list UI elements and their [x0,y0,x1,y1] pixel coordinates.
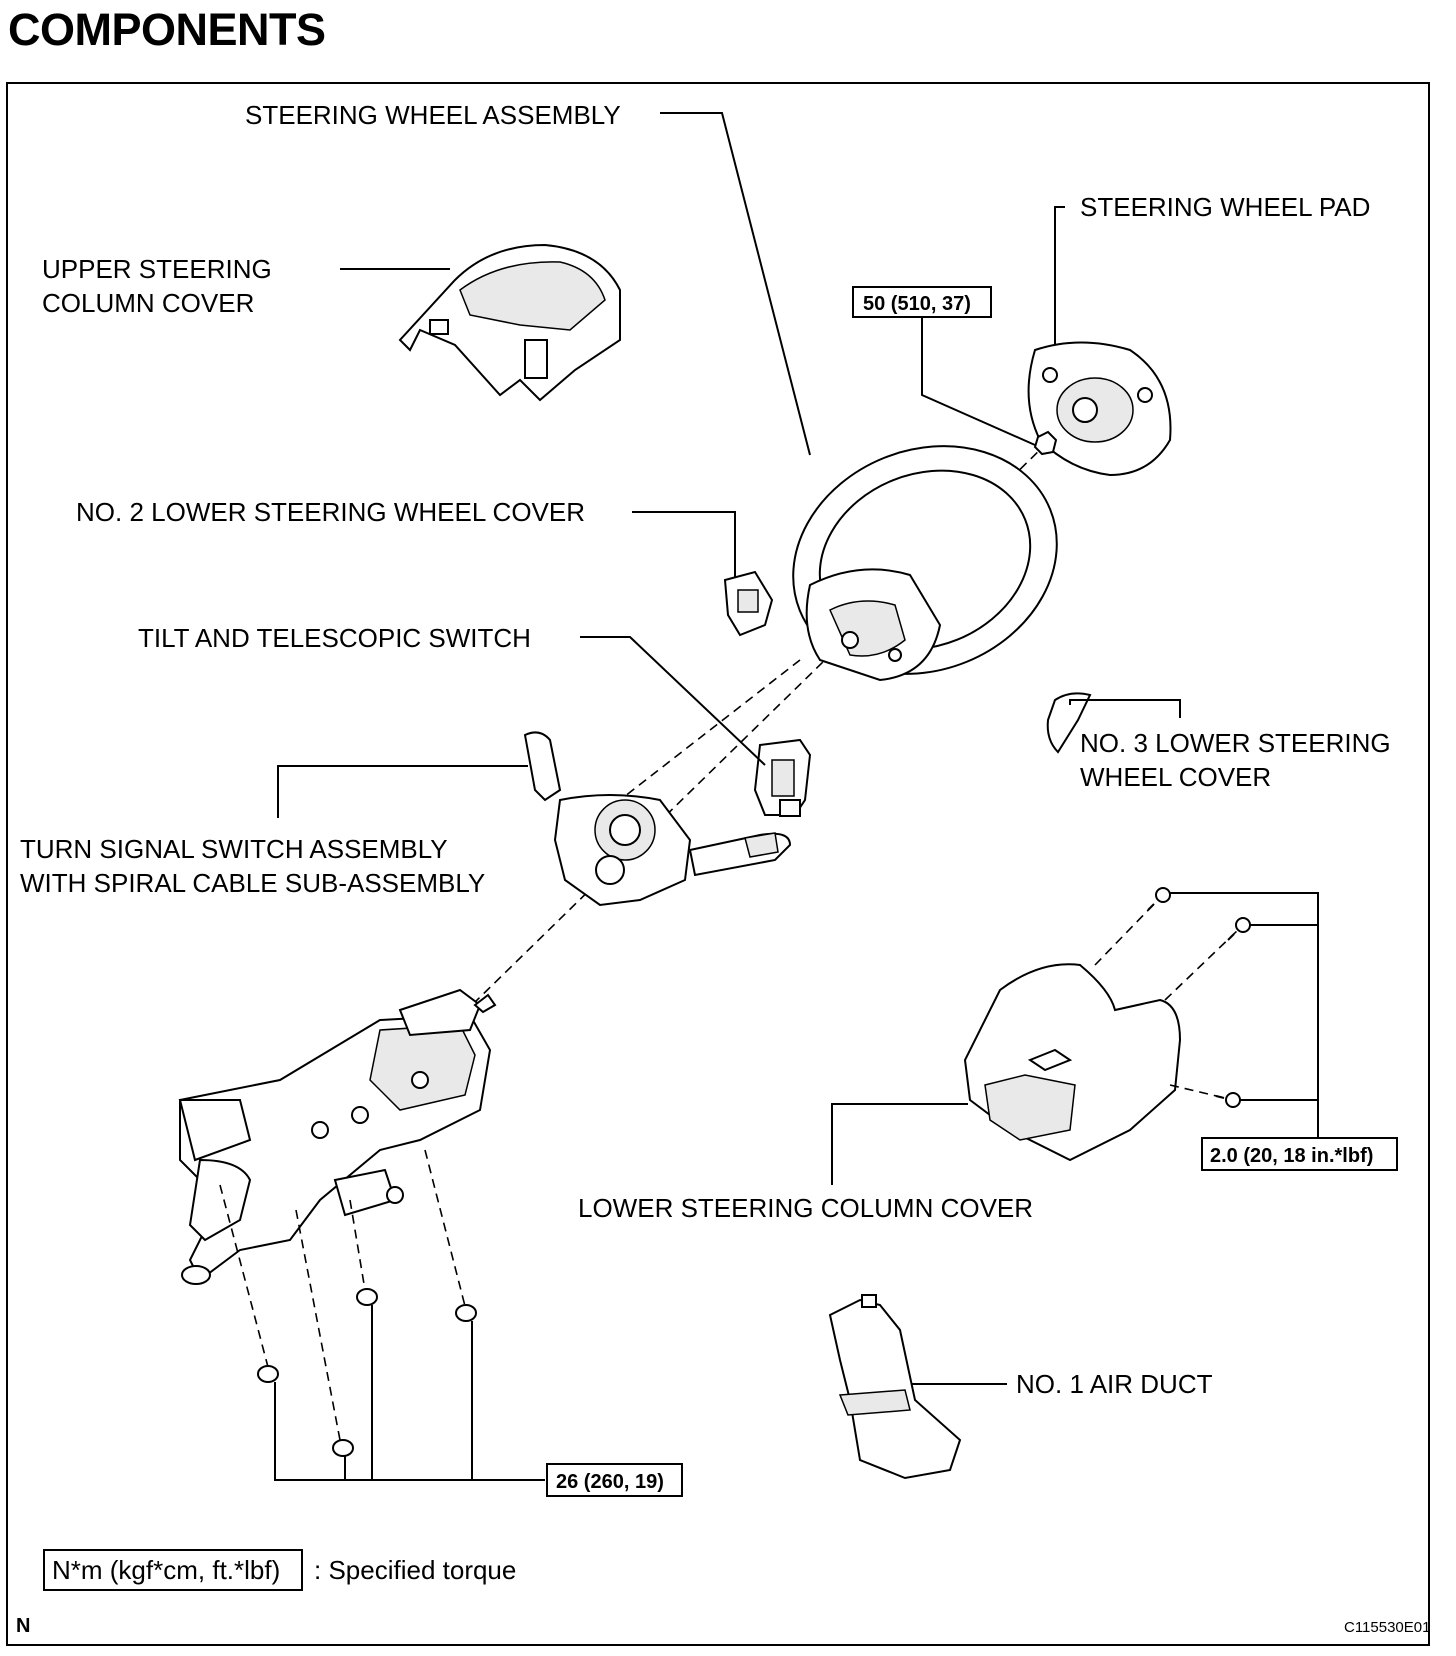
page-title: COMPONENTS [8,4,326,55]
label-no3-line2: WHEEL COVER [1080,762,1271,792]
leader-torque-50 [921,318,1036,446]
no2-lower-cover-illustration [723,570,774,637]
label-tilt-switch: TILT AND TELESCOPIC SWITCH [138,623,531,653]
label-no2-lower-cover: NO. 2 LOWER STEERING WHEEL COVER [76,497,585,527]
legend-description: : Specified torque [314,1555,516,1585]
label-no3-line1: NO. 3 LOWER STEERING [1080,728,1391,758]
steering-wheel-pad-illustration [1027,341,1172,477]
legend-unit-text: N*m (kgf*cm, ft.*lbf) [52,1555,280,1585]
leader-torque-2-0 [1170,892,1319,1138]
cover-screw-2 [1227,917,1251,941]
leader-tilt-switch [580,636,766,766]
leader-turn-signal [277,765,528,818]
column-nut-1 [257,1365,279,1383]
torque-cover-screw: 2.0 (20, 18 in.*lbf) [1210,1145,1373,1167]
turn-signal-switch-illustration [523,731,792,907]
torque-box-cover [1201,1137,1398,1171]
cover-screw-3 [1215,1092,1241,1108]
steering-column-illustration [178,988,497,1285]
leader-no2-lower-cover [632,511,736,578]
torque-wheel-nut: 50 (510, 37) [863,293,971,315]
wheel-set-nut [1033,430,1058,456]
label-upper-cover-line2: COLUMN COVER [42,288,254,318]
cover-screw-1 [1147,887,1171,911]
column-nut-3 [356,1288,378,1306]
label-air-duct: NO. 1 AIR DUCT [1016,1369,1213,1399]
assembly-axis-line-2 [619,659,801,801]
label-turn-signal-line1: TURN SIGNAL SWITCH ASSEMBLY [20,834,448,864]
label-lower-column-cover: LOWER STEERING COLUMN COVER [578,1193,1033,1223]
air-duct-illustration [828,1294,962,1480]
tilt-switch-illustration [753,738,812,817]
label-steering-wheel-assembly: STEERING WHEEL ASSEMBLY [245,100,621,130]
column-nut-4 [455,1304,477,1322]
legend-box [43,1549,303,1591]
column-nut-2 [332,1439,354,1457]
leader-no3-lower-cover [1069,699,1181,718]
figure-code: C115530E01 [1344,1619,1430,1636]
upper-column-cover-illustration [398,243,621,402]
lower-column-cover-illustration [963,963,1182,1162]
torque-box-wheel [852,286,992,318]
label-steering-wheel-pad: STEERING WHEEL PAD [1080,192,1370,222]
leader-torque-26 [274,1305,545,1481]
torque-box-column [546,1463,683,1497]
label-turn-signal-line2: WITH SPIRAL CABLE SUB-ASSEMBLY [20,868,485,898]
diagram-frame [6,82,1430,1646]
label-upper-cover-line1: UPPER STEERING [42,254,272,284]
steering-wheel-illustration [792,445,1058,682]
leader-steering-wheel-assembly [660,112,811,456]
torque-column-nut: 26 (260, 19) [556,1471,664,1493]
no3-lower-cover-illustration [1046,692,1092,754]
leader-lower-column-cover [831,1103,968,1185]
leader-steering-wheel-pad [1054,206,1065,345]
orientation-mark: N [16,1615,30,1637]
